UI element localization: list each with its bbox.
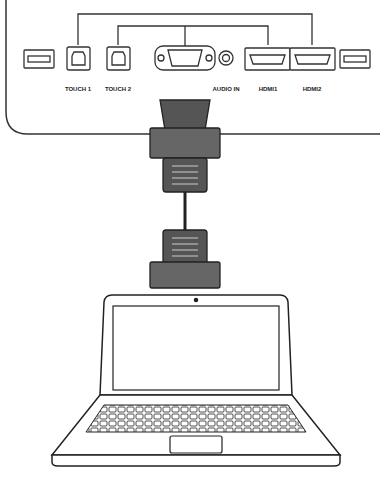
- port-label: TOUCH 1: [65, 86, 91, 92]
- panel: [6, 0, 380, 134]
- port-label: TOUCH 2: [105, 86, 131, 92]
- ports: [24, 46, 370, 70]
- port-label: HDMI2: [303, 86, 322, 92]
- port-label: AUDIO IN: [213, 86, 240, 92]
- vga-cable: [150, 100, 220, 288]
- port-label: HDMI1: [259, 86, 278, 92]
- bracket-lines: [78, 14, 312, 46]
- laptop: [52, 295, 340, 466]
